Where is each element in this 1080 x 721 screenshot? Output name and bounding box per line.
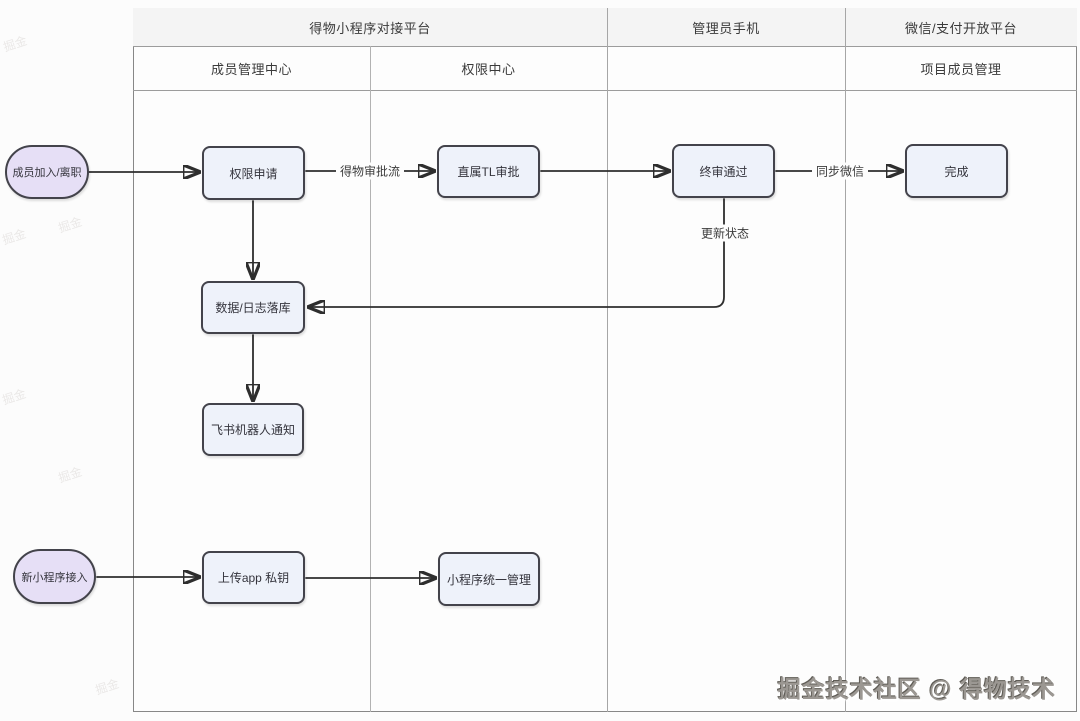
node-new-miniapp: 新小程序接入 bbox=[13, 549, 96, 604]
node-upload-key: 上传app 私钥 bbox=[202, 551, 305, 604]
node-done: 完成 bbox=[905, 144, 1008, 198]
lane-divider-phone-wechat bbox=[845, 8, 846, 712]
sublane-title-perm-center: 权限中心 bbox=[461, 61, 516, 77]
footer-watermark: 掘金技术社区 @ 得物技术 bbox=[777, 676, 1056, 702]
node-feishu-notify: 飞书机器人通知 bbox=[202, 403, 304, 456]
lane-divider-member-perm bbox=[370, 46, 371, 712]
lane-title-platform: 得物小程序对接平台 bbox=[309, 20, 431, 36]
lane-title-admin-phone: 管理员手机 bbox=[692, 20, 760, 36]
lane-title-wechat-platform: 微信/支付开放平台 bbox=[904, 20, 1018, 36]
title-row-background bbox=[133, 8, 1077, 46]
lane-divider-platform-phone bbox=[607, 8, 608, 712]
node-final-approve: 终审通过 bbox=[672, 144, 775, 198]
node-perm-request: 权限申请 bbox=[202, 146, 305, 200]
sublane-title-project-member-mgmt: 项目成员管理 bbox=[920, 61, 1002, 77]
edge-final-approve-to-data-log bbox=[309, 198, 725, 307]
node-tl-approve: 直属TL审批 bbox=[437, 145, 540, 198]
node-miniapp-mgmt: 小程序统一管理 bbox=[438, 552, 540, 606]
edge-label-approval-flow: 得物审批流 bbox=[335, 162, 405, 180]
edge-label-sync-wechat: 同步微信 bbox=[811, 162, 869, 180]
header-body-divider-line bbox=[133, 90, 1077, 91]
header-divider-line bbox=[133, 46, 1077, 47]
node-data-log: 数据/日志落库 bbox=[201, 281, 305, 334]
node-member-join-leave: 成员加入/离职 bbox=[5, 145, 89, 199]
edge-label-update-status: 更新状态 bbox=[696, 224, 754, 242]
sublane-title-member-center: 成员管理中心 bbox=[210, 61, 292, 77]
